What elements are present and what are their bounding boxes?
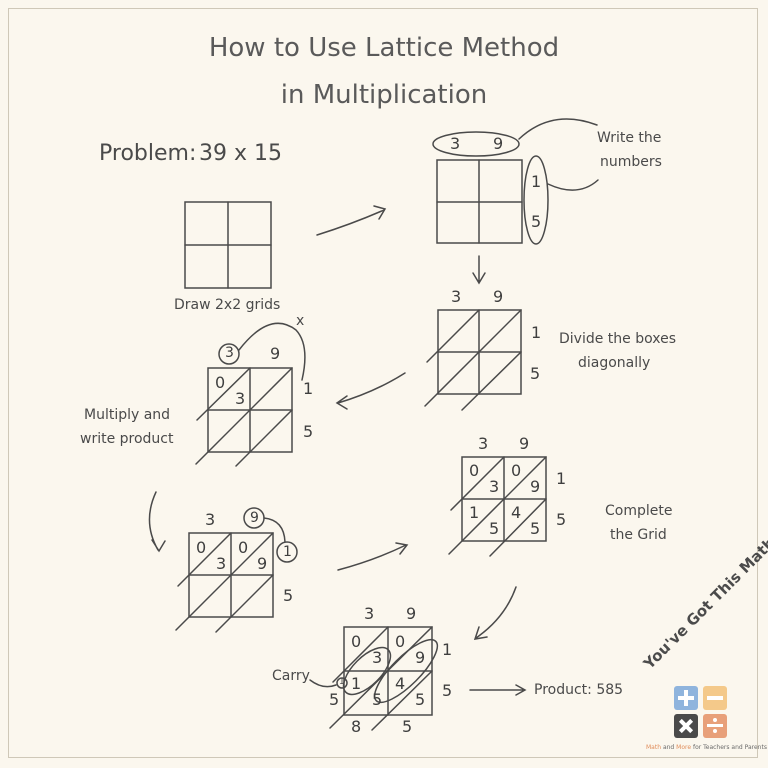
title-line-1: How to Use Lattice Method xyxy=(208,33,560,63)
s4-product-tens: 0 xyxy=(215,373,226,392)
problem-expression: 39 x 15 xyxy=(199,141,282,166)
arrow-to-product xyxy=(469,684,527,696)
s3-digit-3: 3 xyxy=(451,287,462,306)
s5-digit-3: 3 xyxy=(205,510,216,529)
s4-product-ones: 3 xyxy=(235,389,246,408)
s7-digit-3: 3 xyxy=(364,604,375,623)
caption-write-numbers-1: Write the xyxy=(597,130,662,146)
s6-digit-9: 9 xyxy=(519,434,530,453)
grid-step-1 xyxy=(184,201,272,289)
s2-digit-3: 3 xyxy=(450,134,461,153)
s7-tl-tens: 0 xyxy=(351,632,362,651)
s7-result-left: 5 xyxy=(329,690,340,709)
s7-tr-tens: 0 xyxy=(395,632,406,651)
s7-tl-ones: 3 xyxy=(372,648,383,667)
s6-bl-tens: 1 xyxy=(469,503,480,522)
arrow-step5-to-step6 xyxy=(337,542,409,571)
s3-digit-5: 5 xyxy=(530,364,541,383)
tagline-more: More xyxy=(676,744,692,751)
grid-step-4 xyxy=(195,322,306,467)
grid-step-6 xyxy=(448,456,547,557)
arrow-step3-to-step4 xyxy=(335,372,406,410)
s7-bl-tens: 1 xyxy=(351,674,362,693)
s7-result-8: 8 xyxy=(351,717,362,736)
s5-tl-tens: 0 xyxy=(196,538,207,557)
caption-divide-2: diagonally xyxy=(578,355,651,371)
caption-complete-2: the Grid xyxy=(610,527,667,543)
s6-bl-ones: 5 xyxy=(489,519,500,538)
arrow-step4-to-step5 xyxy=(148,491,166,553)
caption-draw-grids: Draw 2x2 grids xyxy=(174,297,281,313)
grid-step-2 xyxy=(432,118,599,245)
s6-tr-ones: 9 xyxy=(530,477,541,496)
title-line-2: in Multiplication xyxy=(280,80,488,110)
s7-digit-1: 1 xyxy=(442,640,453,659)
s7-digit-5: 5 xyxy=(442,681,453,700)
s7-br-ones: 5 xyxy=(415,690,426,709)
s5-digit-5: 5 xyxy=(283,586,294,605)
s6-digit-5: 5 xyxy=(556,510,567,529)
s7-bl-ones: 5 xyxy=(372,690,383,709)
s6-digit-1: 1 xyxy=(556,469,567,488)
s6-tl-ones: 3 xyxy=(489,477,500,496)
s6-tl-tens: 0 xyxy=(469,461,480,480)
s2-digit-5: 5 xyxy=(531,212,542,231)
s6-tr-tens: 0 xyxy=(511,461,522,480)
s5-digit-9-circled: 9 xyxy=(250,510,259,526)
grid-step-7 xyxy=(309,626,439,731)
s3-digit-1: 1 xyxy=(531,323,542,342)
s5-tr-ones: 9 xyxy=(257,554,268,573)
tagline-rest: for Teachers and Parents xyxy=(692,744,767,751)
s7-digit-9: 9 xyxy=(406,604,417,623)
caption-divide-1: Divide the boxes xyxy=(559,331,677,347)
s5-tl-ones: 3 xyxy=(216,554,227,573)
caption-write-numbers-2: numbers xyxy=(600,154,662,170)
s4-digit-1: 1 xyxy=(303,379,314,398)
tagline-math: Math xyxy=(646,744,662,751)
s6-br-tens: 4 xyxy=(511,503,522,522)
s6-digit-3: 3 xyxy=(478,434,489,453)
caption-multiply-2: write product xyxy=(80,431,174,447)
logo-tagline: Math and More for Teachers and Parents xyxy=(646,744,767,751)
arrow-step6-to-step7 xyxy=(473,586,517,640)
grid-step-3 xyxy=(424,309,522,411)
caption-carry: Carry xyxy=(272,668,310,684)
s2-digit-9: 9 xyxy=(493,134,504,153)
s2-digit-1: 1 xyxy=(531,172,542,191)
times-sign: x xyxy=(296,313,305,329)
arrow-step1-to-step2 xyxy=(316,205,387,236)
page-border xyxy=(8,8,758,758)
s7-result-5: 5 xyxy=(402,717,413,736)
caption-product: Product: 585 xyxy=(534,682,624,698)
grid-step-5 xyxy=(175,507,298,633)
s7-tr-ones: 9 xyxy=(415,648,426,667)
s7-carry-digit: 1 xyxy=(339,677,345,687)
tagline-and: and xyxy=(662,744,675,751)
s3-digit-9: 9 xyxy=(493,287,504,306)
s4-digit-3-circled: 3 xyxy=(225,345,234,361)
s7-br-tens: 4 xyxy=(395,674,406,693)
s5-tr-tens: 0 xyxy=(238,538,249,557)
s6-br-ones: 5 xyxy=(530,519,541,538)
s5-digit-1-circled: 1 xyxy=(283,544,292,560)
caption-multiply-1: Multiply and xyxy=(84,407,171,423)
s4-digit-5: 5 xyxy=(303,422,314,441)
caption-complete-1: Complete xyxy=(605,503,673,519)
s4-digit-9: 9 xyxy=(270,344,281,363)
logo-tiles xyxy=(674,686,727,738)
problem-label: Problem: xyxy=(99,141,197,166)
arrow-step2-to-step3 xyxy=(472,255,486,285)
